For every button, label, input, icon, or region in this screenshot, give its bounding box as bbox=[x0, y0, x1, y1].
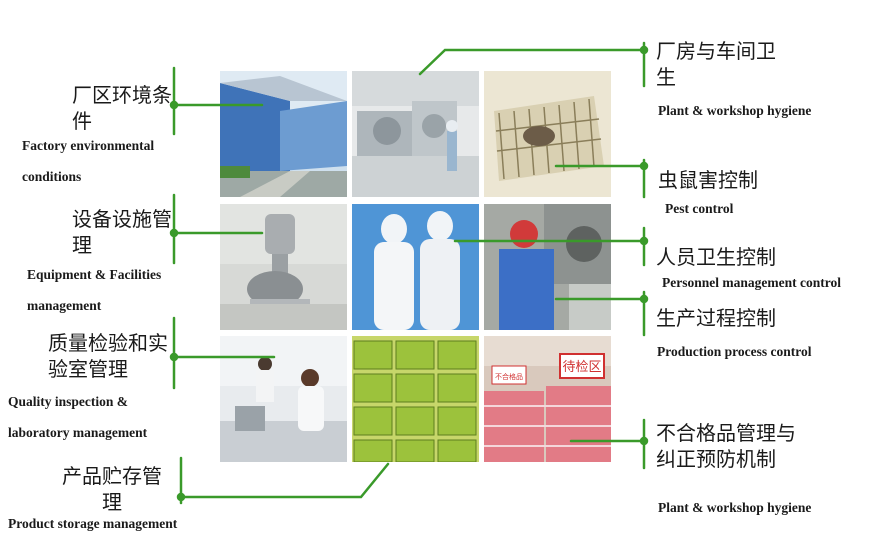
label-quality-en: Quality inspection & laboratory manageme… bbox=[8, 394, 148, 440]
photo-worker-machine bbox=[484, 204, 611, 330]
dot-process bbox=[639, 294, 649, 304]
dot-nonconforming bbox=[639, 436, 649, 446]
photo-factory-exterior bbox=[220, 71, 347, 197]
sign-small-text: 不合格品 bbox=[495, 372, 523, 381]
photo-production-line bbox=[352, 71, 479, 197]
label-pest-en: Pest control bbox=[665, 201, 734, 216]
label-storage-cn: 产品贮存管理 bbox=[62, 464, 162, 514]
label-personnel-cn: 人员卫生控制 bbox=[656, 245, 776, 269]
label-workshop-cn: 厂房与车间卫生 bbox=[656, 39, 776, 89]
dot-equipment bbox=[169, 228, 179, 238]
photo-product-storage bbox=[352, 336, 479, 462]
sign-text: 待检区 bbox=[562, 360, 601, 375]
dot-quality bbox=[169, 352, 179, 362]
label-equipment-cn: 设备设施管理 bbox=[72, 207, 172, 257]
label-nonconforming-en: Plant & workshop hygiene bbox=[658, 500, 812, 515]
photo-laboratory bbox=[220, 336, 347, 462]
label-factory-en: Factory environmental conditions bbox=[22, 138, 155, 184]
label-storage-en: Product storage management bbox=[8, 516, 178, 531]
connector-workshop bbox=[418, 48, 646, 76]
label-factory-cn: 厂区环境条件 bbox=[72, 83, 172, 133]
label-process-cn: 生产过程控制 bbox=[656, 306, 776, 330]
dot-personnel bbox=[639, 236, 649, 246]
label-quality-cn: 质量检验和实验室管理 bbox=[48, 331, 168, 381]
photo-mixer-equipment bbox=[220, 204, 347, 330]
connector-storage bbox=[179, 462, 390, 499]
photo-cleanroom-suits bbox=[352, 204, 479, 330]
label-process-en: Production process control bbox=[657, 344, 812, 359]
label-equipment-en: Equipment & Facilities management bbox=[27, 267, 162, 313]
label-personnel-en: Personnel management control bbox=[662, 275, 841, 290]
dot-storage bbox=[176, 492, 186, 502]
photo-rodent-trap bbox=[484, 71, 611, 197]
dot-factory bbox=[169, 100, 179, 110]
label-workshop-en: Plant & workshop hygiene bbox=[658, 103, 812, 118]
dot-pest bbox=[639, 161, 649, 171]
label-pest-cn: 虫鼠害控制 bbox=[658, 168, 758, 192]
label-nonconforming-cn: 不合格品管理与纠正预防机制 bbox=[656, 421, 796, 471]
dot-workshop bbox=[639, 45, 649, 55]
